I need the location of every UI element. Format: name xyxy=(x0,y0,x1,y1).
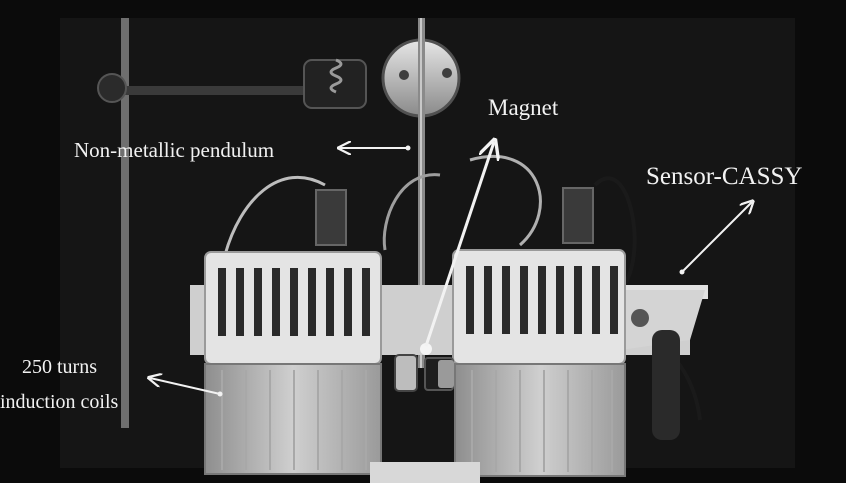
plug xyxy=(315,189,347,246)
sensor-arrow xyxy=(681,202,752,273)
clamp-spring xyxy=(329,58,343,94)
coils-arrow xyxy=(150,378,221,395)
coils-label-line1: 250 turns xyxy=(22,356,97,378)
magnet xyxy=(394,343,454,392)
magnet-label: Magnet xyxy=(488,95,559,120)
clamp-arm xyxy=(110,86,360,95)
sensor-cassy-label: Sensor-CASSY xyxy=(646,163,803,190)
cable xyxy=(382,173,441,251)
clamp-knob xyxy=(97,73,127,103)
cable xyxy=(223,175,326,256)
base-plate xyxy=(370,462,480,483)
plug xyxy=(562,187,594,244)
induction-coil-right xyxy=(452,249,626,477)
coils-label-line2: induction coils xyxy=(0,391,119,413)
magnet-arrow xyxy=(424,142,494,347)
sensor-handle xyxy=(652,330,680,440)
stand-rod xyxy=(121,18,129,428)
pendulum-label: Non-metallic pendulum xyxy=(74,138,275,162)
induction-coil-left xyxy=(204,251,382,475)
